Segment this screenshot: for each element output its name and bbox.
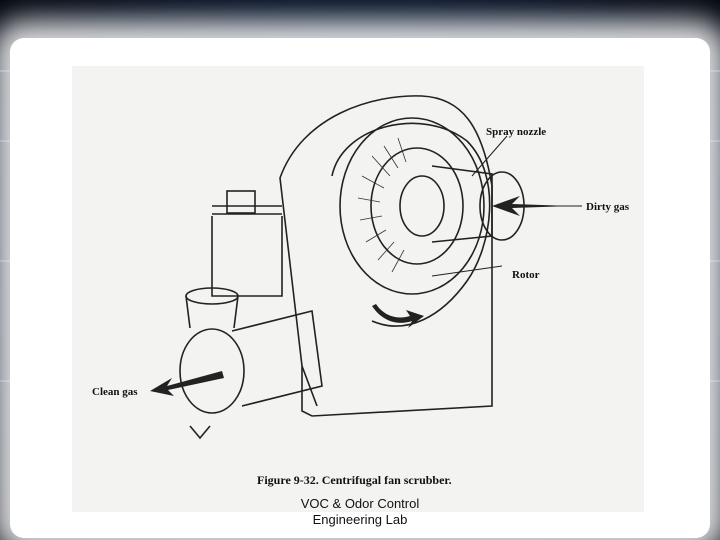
centrifugal-fan-scrubber-figure: Spray nozzle Dirty gas Rotor Clean gas F… xyxy=(72,66,644,512)
rotor-blades xyxy=(357,137,407,273)
clean-gas-arrow xyxy=(150,371,224,396)
housing-edge xyxy=(301,365,318,407)
drain xyxy=(189,425,211,440)
leader-lines xyxy=(431,135,582,277)
footer-line-2: Engineering Lab xyxy=(312,512,408,527)
shaft xyxy=(212,205,282,215)
slide-footer: VOC & Odor Control Engineering Lab xyxy=(250,496,470,528)
footer-line-1: VOC & Odor Control xyxy=(300,496,420,511)
scrubber-drawing xyxy=(179,95,525,440)
rotor-inner xyxy=(370,147,464,265)
swirl-arrow xyxy=(372,304,424,328)
flow-arrows xyxy=(150,196,572,396)
volute-casing xyxy=(331,122,491,327)
rotor-hub xyxy=(399,175,445,237)
dirty-gas-arrow xyxy=(492,196,572,216)
outlet-opening xyxy=(179,328,245,414)
motor-base xyxy=(211,216,283,297)
outlet-duct xyxy=(231,310,323,407)
bearing xyxy=(226,190,256,214)
label-rotor: Rotor xyxy=(512,269,540,281)
figure-paper xyxy=(72,66,644,512)
label-clean-gas: Clean gas xyxy=(92,386,138,398)
sump-walls xyxy=(185,295,239,329)
rotor-outer xyxy=(339,117,485,295)
inlet-duct xyxy=(431,165,493,243)
figure-caption: Figure 9-32. Centrifugal fan scrubber. xyxy=(257,473,452,487)
label-spray-nozzle: Spray nozzle xyxy=(486,126,546,138)
label-dirty-gas: Dirty gas xyxy=(586,201,630,213)
